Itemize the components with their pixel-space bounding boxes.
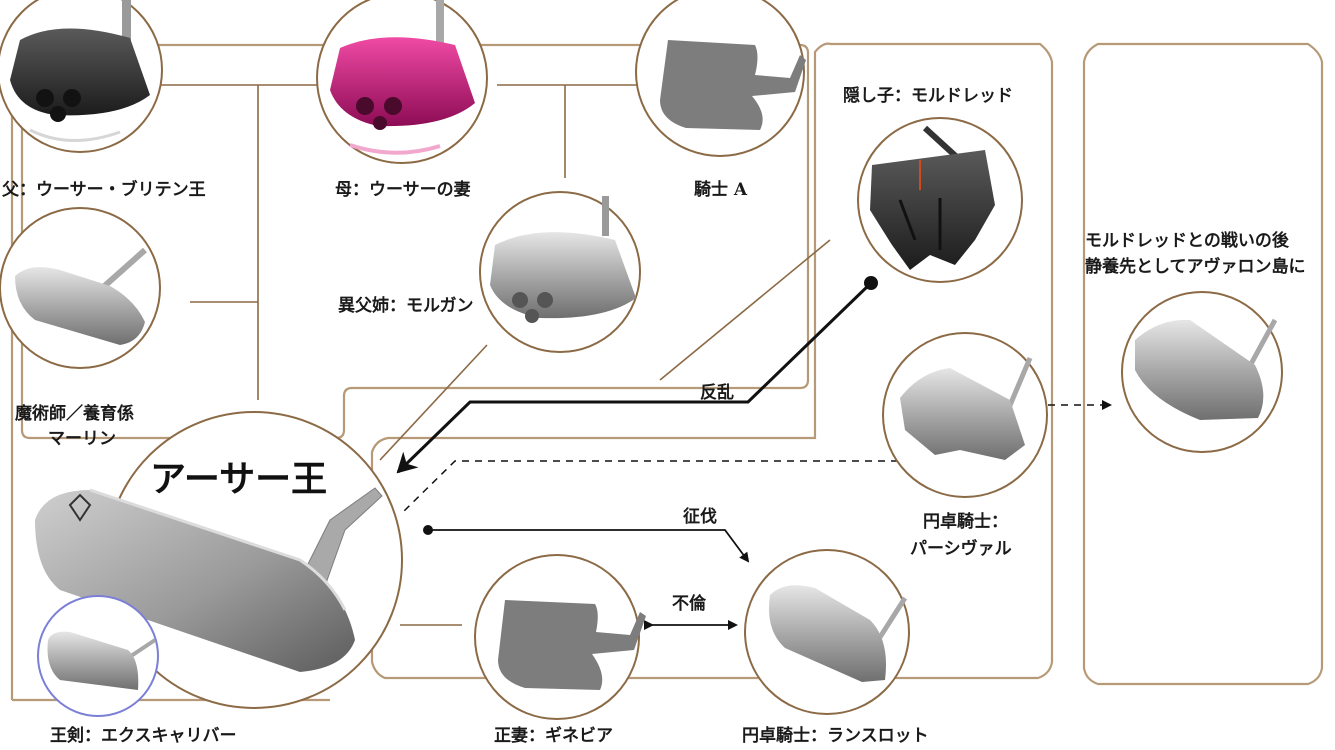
putter-morgan	[479, 191, 641, 353]
putter-guinevere	[474, 554, 646, 720]
putter-arthur	[35, 411, 403, 709]
frame-center-panel	[370, 42, 1054, 680]
putter-father	[0, 0, 163, 153]
relation-arrows	[396, 276, 1112, 630]
labels: 父：ウーサー・ブリテン王 母：ウーサーの妻 騎士 A 隠し子：モルドレッド 異父…	[1, 85, 1306, 746]
putter-lancelot	[744, 549, 910, 715]
relation-expedition: 征伐	[683, 506, 717, 527]
label-knight-a: 騎士 A	[694, 179, 748, 200]
label-half-sister: 異父姉：モルガン	[338, 295, 474, 316]
label-hidden-child: 隠し子：モルドレッド	[843, 85, 1013, 106]
label-merlin-line1: 魔術師／養育係	[15, 403, 134, 424]
expedition-arrow	[428, 529, 750, 563]
label-percival-line1: 円卓騎士：	[923, 511, 1008, 532]
frame-avalon-panel	[1082, 42, 1324, 686]
putter-merlin	[0, 207, 161, 369]
putter-excalibur	[37, 595, 159, 717]
rebellion-arrow	[396, 281, 873, 474]
putter-mordred	[857, 117, 1023, 283]
percival-link-dashed	[401, 460, 898, 514]
putter-percival	[882, 332, 1048, 498]
putter-knight-a	[635, 0, 806, 157]
label-mother: 母：ウーサーの妻	[335, 180, 471, 200]
relation-affair: 不倫	[672, 593, 707, 614]
expedition-origin-dot	[423, 525, 433, 535]
label-avalon-line1: モルドレッドとの戦いの後	[1085, 230, 1290, 251]
label-merlin-line2: マーリン	[48, 429, 116, 449]
label-lancelot: 円卓騎士：ランスロット	[742, 725, 929, 746]
label-percival-line2: パーシヴァル	[910, 538, 1012, 559]
label-avalon-line2: 静養先としてアヴァロン島に	[1085, 256, 1306, 277]
putter-avalon	[1121, 291, 1283, 453]
label-guinevere: 正妻：ギネビア	[494, 726, 613, 746]
relation-rebellion: 反乱	[700, 382, 734, 403]
rebellion-origin-dot	[864, 276, 878, 290]
label-father: 父：ウーサー・ブリテン王	[1, 179, 206, 200]
label-sword: 王剣：エクスキャリバー	[50, 725, 237, 746]
label-arthur: アーサー王	[150, 458, 327, 500]
family-connectors	[160, 84, 831, 626]
putter-mother	[316, 0, 488, 164]
